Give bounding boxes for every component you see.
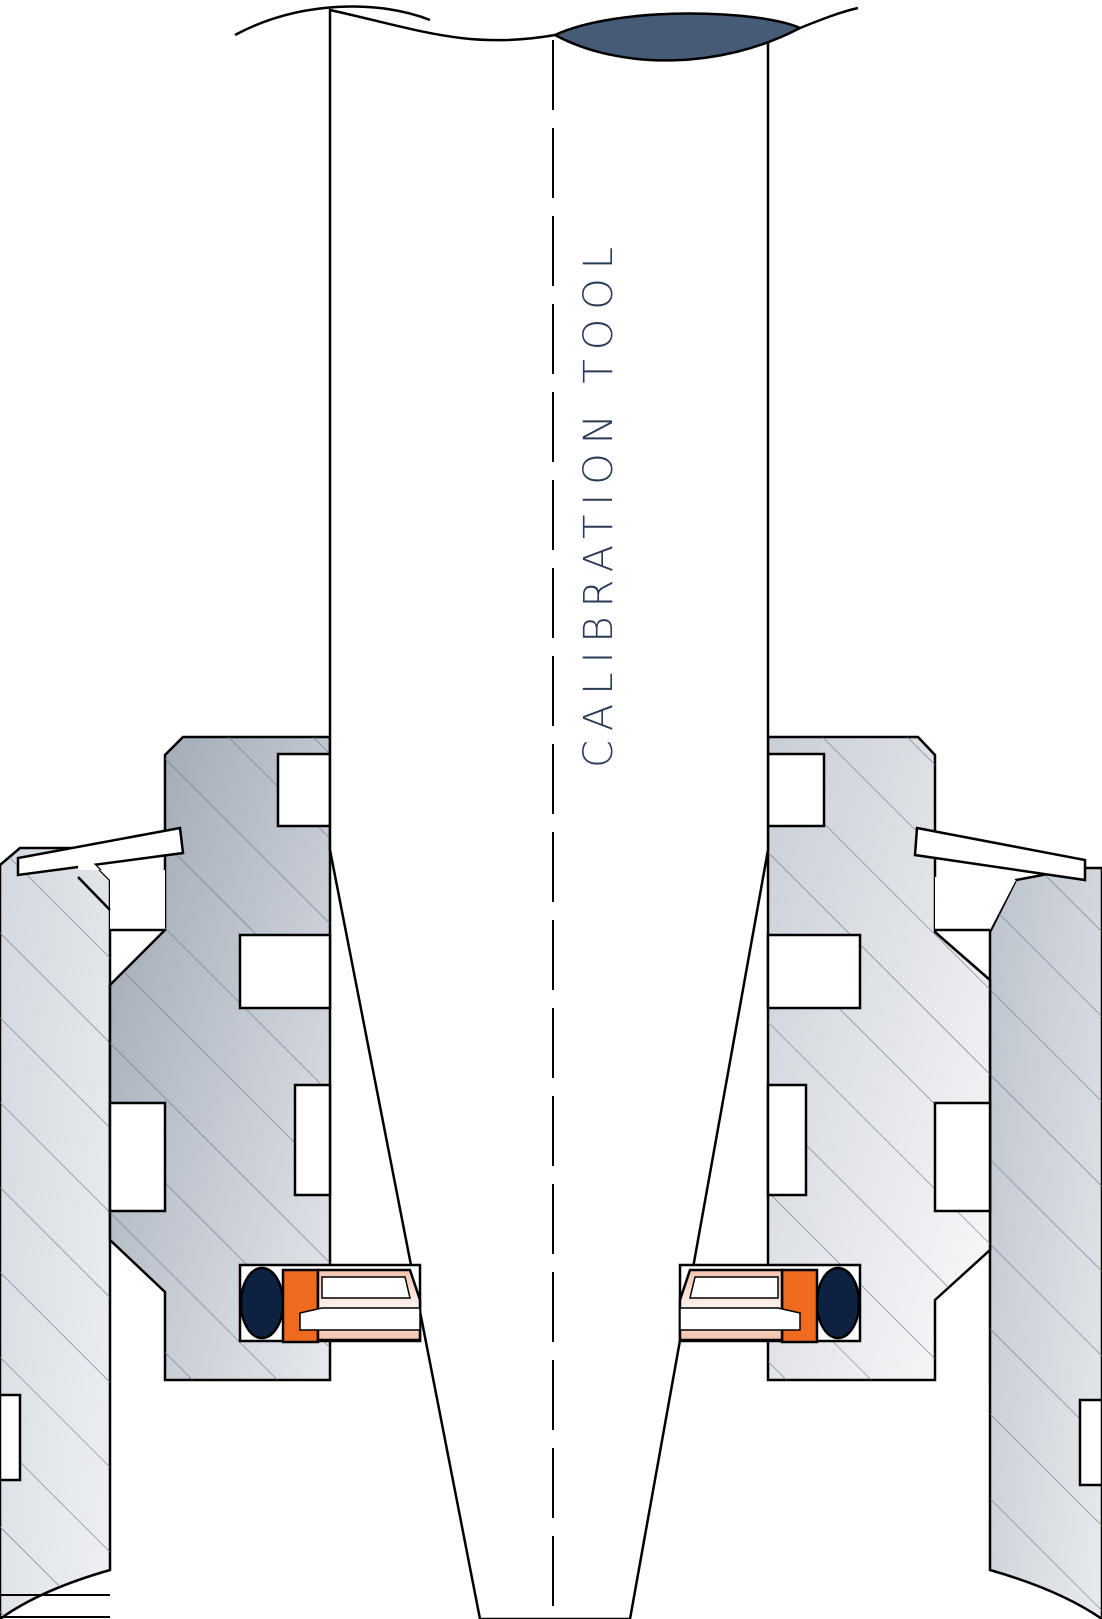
tool-label-group: CALIBRATION TOOL: [576, 238, 622, 768]
right-seal-ring: [780, 1268, 819, 1344]
right-retaining-clip: [913, 826, 1087, 932]
calibration-tool-label: CALIBRATION TOOL: [576, 238, 622, 768]
left-retaining-clip: [16, 826, 185, 932]
calibration-tool-shaft: [234, 5, 859, 1619]
left-seal-ring: [281, 1268, 320, 1344]
left-o-ring: [239, 1266, 285, 1340]
left-seal-assembly: [238, 1263, 422, 1344]
right-outer-body: [988, 866, 1102, 1619]
right-housing: [766, 735, 992, 1382]
right-o-ring: [815, 1266, 861, 1340]
right-seal-assembly: [678, 1263, 862, 1344]
left-outer-body: [0, 846, 112, 1619]
